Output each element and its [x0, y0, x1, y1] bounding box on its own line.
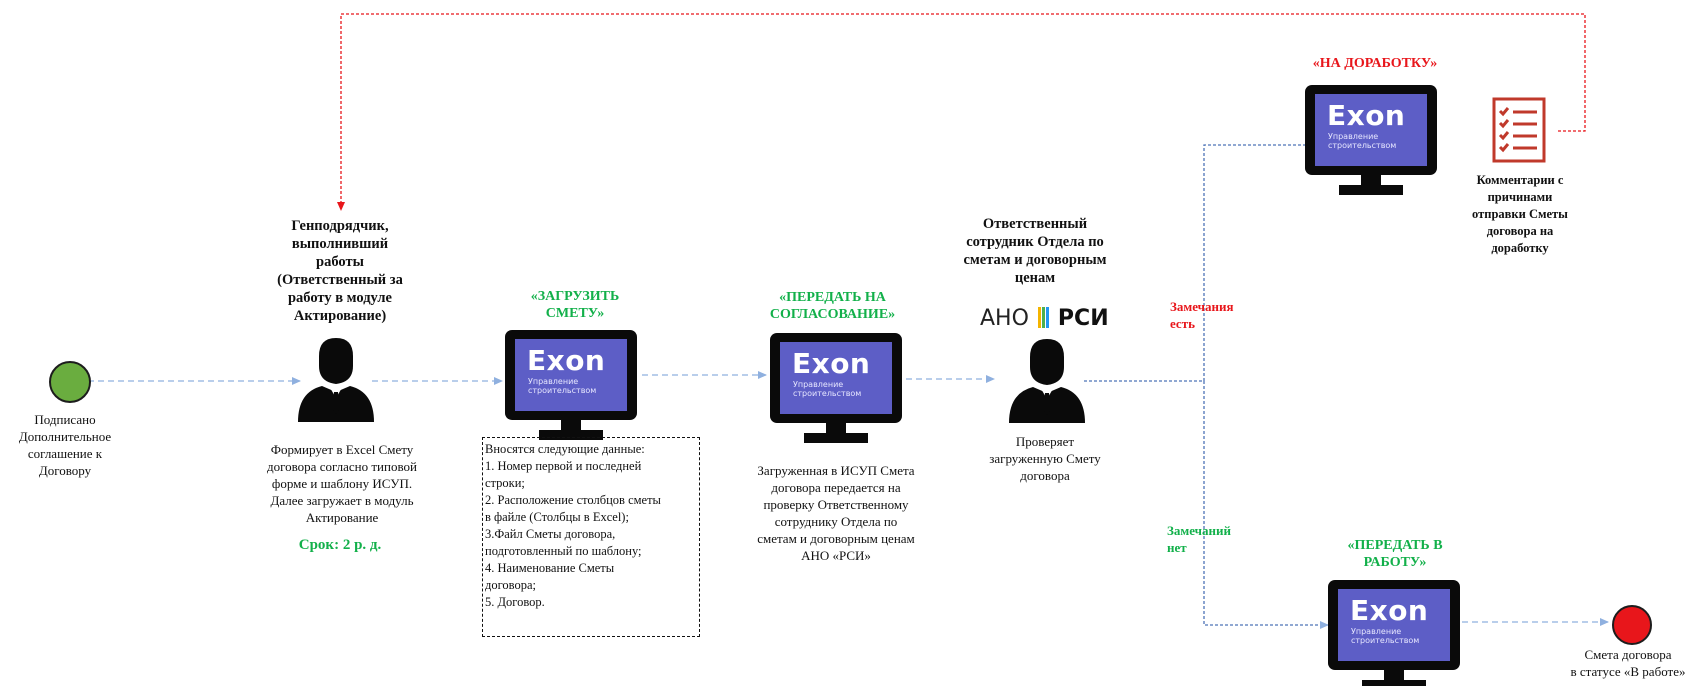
exon-subtitle: Управление строительством	[1351, 627, 1420, 645]
monitor-stand	[539, 430, 603, 440]
upload-monitor-icon: Exon Управление строительством	[505, 330, 637, 442]
upload-step-label: «ЗАГРУЗИТЬ СМЕТУ»	[530, 289, 620, 321]
reviewer-description: Проверяет загруженную Смету договора	[989, 434, 1101, 483]
rsi-logo-bars	[1037, 307, 1049, 335]
upload-data-notes: Вносятся следующие данные: 1. Номер перв…	[482, 437, 700, 637]
work-monitor-icon: Exon Управление строительством	[1328, 580, 1460, 692]
monitor-stand	[1362, 680, 1426, 686]
rework-step-label: «НА ДОРАБОТКУ»	[1312, 56, 1438, 71]
contractor-description: Формирует в Excel Смету договора согласн…	[267, 442, 417, 525]
exon-logo: Exon	[792, 347, 871, 380]
monitor-screen: Exon Управление строительством	[1315, 94, 1427, 166]
rework-comment-label: Комментарии с причинами отправки Сметы д…	[1472, 173, 1568, 255]
approval-description: Загруженная в ИСУП Смета договора переда…	[757, 463, 915, 563]
exon-subtitle: Управление строительством	[528, 377, 597, 395]
contractor-title: Генподрядчик, выполнивший работы (Ответс…	[277, 218, 403, 324]
exon-subtitle: Управление строительством	[793, 380, 862, 398]
monitor-neck	[561, 420, 581, 430]
flow-rework-return	[337, 13, 1586, 211]
end-event	[1612, 605, 1652, 645]
monitor-stand	[1339, 185, 1403, 195]
checklist-icon	[1492, 97, 1546, 163]
exon-logo: Exon	[527, 344, 606, 377]
monitor-screen: Exon Управление строительством	[1338, 589, 1450, 661]
end-event-label: Смета договора в статусе «В работе»	[1570, 647, 1686, 679]
rework-monitor-icon: Exon Управление строительством	[1305, 85, 1437, 197]
exon-subtitle: Управление строительством	[1328, 132, 1397, 150]
work-step-label: «ПЕРЕДАТЬ В РАБОТУ»	[1347, 538, 1443, 570]
contractor-person-icon	[298, 338, 374, 422]
reviewer-title: Ответственный сотрудник Отдела по сметам…	[963, 216, 1107, 286]
flow-branch-to-rework	[1203, 141, 1319, 381]
start-event-label: Подписано Дополнительное соглашение к До…	[18, 412, 112, 478]
flow-branch-to-work	[1203, 381, 1329, 629]
rsi-logo: АНО РСИ	[980, 306, 1110, 335]
monitor-neck	[826, 423, 846, 433]
monitor-neck	[1361, 175, 1381, 185]
approval-step-label: «ПЕРЕДАТЬ НА СОГЛАСОВАНИЕ»	[769, 290, 896, 322]
monitor-screen: Exon Управление строительством	[780, 342, 892, 414]
reviewer-person-icon	[1009, 339, 1085, 423]
approval-monitor-icon: Exon Управление строительством	[770, 333, 902, 445]
remarks-no-label: Замечаний нет	[1167, 523, 1231, 555]
exon-logo: Exon	[1350, 594, 1429, 627]
monitor-neck	[1384, 670, 1404, 680]
monitor-stand	[804, 433, 868, 443]
deadline-label: Срок: 2 р. д.	[298, 537, 382, 553]
start-event	[49, 361, 91, 403]
monitor-screen: Exon Управление строительством	[515, 339, 627, 411]
remarks-yes-label: Замечания есть	[1170, 299, 1234, 331]
exon-logo: Exon	[1327, 99, 1406, 132]
